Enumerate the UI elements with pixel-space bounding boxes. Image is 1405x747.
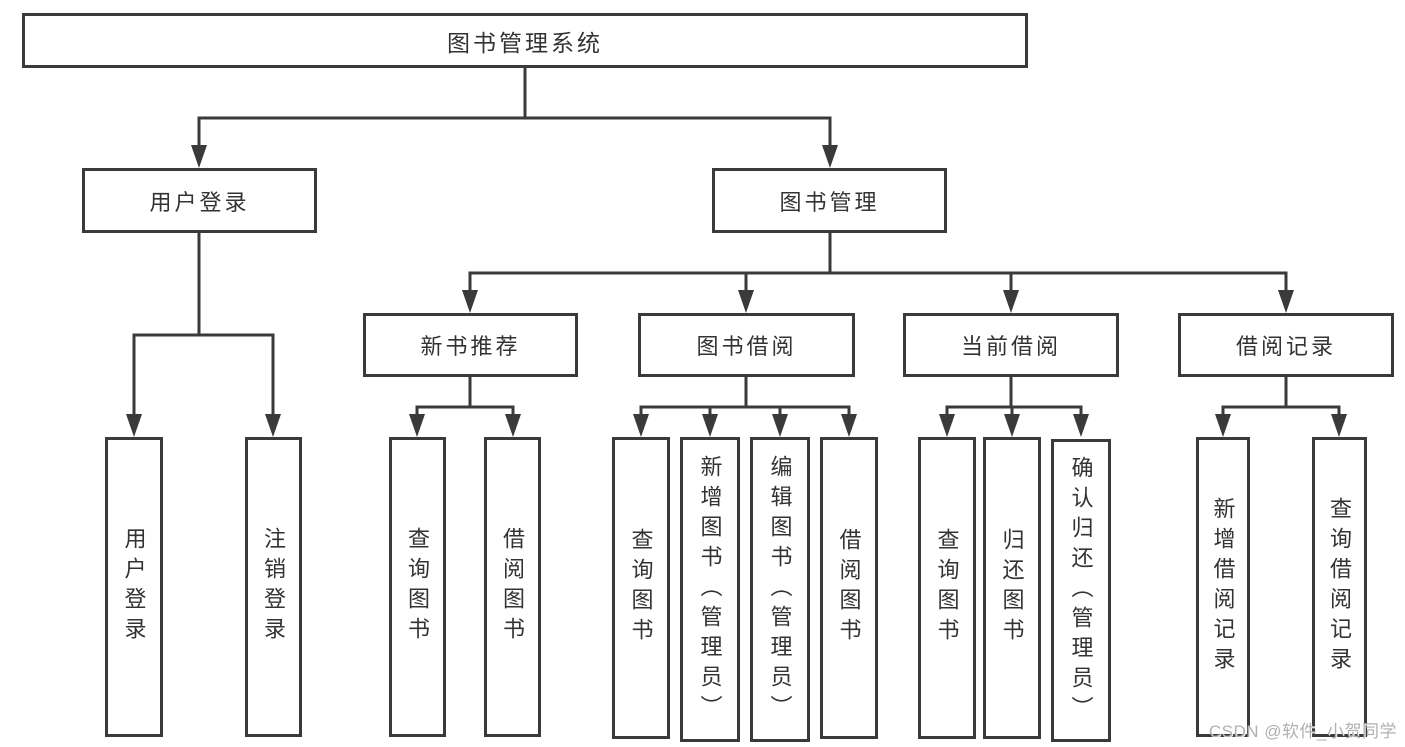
leaf-query-books-recommend-label: 查询图书: [405, 527, 431, 647]
leaf-add-borrow-record-label: 新增借阅记录: [1210, 497, 1236, 677]
leaf-query-borrow-record-label: 查询借阅记录: [1327, 497, 1353, 677]
leaf-query-books-current-label: 查询图书: [934, 528, 960, 648]
leaf-confirm-return-admin-label: 确认归还（管理员）: [1068, 455, 1094, 726]
node-user-login-label: 用户登录: [149, 189, 250, 215]
leaf-query-borrow-record: 查询借阅记录: [1312, 437, 1367, 737]
leaf-user-login: 用户登录: [105, 437, 163, 737]
node-user-login: 用户登录: [82, 168, 317, 233]
node-current-borrowing-label: 当前借阅: [960, 334, 1061, 359]
node-library-management-system-label: 图书管理系统: [447, 29, 603, 56]
leaf-query-books-recommend: 查询图书: [389, 437, 446, 737]
leaf-return-books: 归还图书: [983, 437, 1041, 739]
leaf-logout: 注销登录: [245, 437, 302, 737]
leaf-add-books-admin: 新增图书（管理员）: [680, 437, 740, 742]
leaf-query-books-borrowing: 查询图书: [612, 437, 670, 739]
node-new-book-recommendation-label: 新书推荐: [420, 334, 521, 359]
leaf-return-books-label: 归还图书: [999, 528, 1025, 648]
leaf-borrow-books-recommend-label: 借阅图书: [500, 527, 526, 647]
node-book-management-label: 图书管理: [779, 189, 880, 215]
leaf-add-borrow-record: 新增借阅记录: [1196, 437, 1250, 737]
leaf-query-books-borrowing-label: 查询图书: [628, 528, 654, 648]
node-book-borrowing: 图书借阅: [638, 313, 855, 377]
leaf-query-books-current: 查询图书: [918, 437, 976, 739]
node-new-book-recommendation: 新书推荐: [363, 313, 578, 377]
leaf-logout-label: 注销登录: [261, 527, 287, 647]
node-current-borrowing: 当前借阅: [903, 313, 1119, 377]
leaf-add-books-admin-label: 新增图书（管理员）: [697, 454, 723, 725]
leaf-edit-books-admin-label: 编辑图书（管理员）: [767, 454, 793, 725]
leaf-borrow-books-borrowing: 借阅图书: [820, 437, 878, 739]
node-borrowing-records-label: 借阅记录: [1235, 334, 1336, 359]
leaf-edit-books-admin: 编辑图书（管理员）: [750, 437, 810, 742]
leaf-borrow-books-recommend: 借阅图书: [484, 437, 541, 737]
watermark-csdn: CSDN @软件_小贺同学: [1208, 722, 1397, 741]
node-borrowing-records: 借阅记录: [1178, 313, 1394, 377]
leaf-user-login-label: 用户登录: [121, 527, 147, 647]
node-library-management-system: 图书管理系统: [22, 13, 1028, 68]
leaf-confirm-return-admin: 确认归还（管理员）: [1051, 439, 1111, 742]
node-book-borrowing-label: 图书借阅: [696, 334, 797, 359]
node-book-management: 图书管理: [712, 168, 947, 233]
leaf-borrow-books-borrowing-label: 借阅图书: [836, 528, 862, 648]
